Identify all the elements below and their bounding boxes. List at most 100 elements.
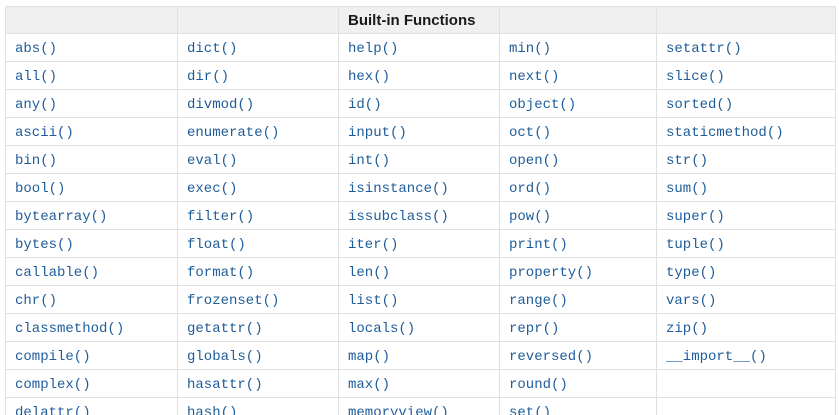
function-link[interactable]: range() — [509, 293, 568, 309]
table-row: ascii() enumerate() input() oct() staticmeth… — [5, 117, 836, 146]
table-row: callable() format() len() property() type() — [5, 257, 836, 286]
function-cell: frozenset() — [177, 285, 339, 314]
function-link[interactable]: globals() — [187, 349, 263, 365]
function-link[interactable]: complex() — [15, 377, 91, 393]
function-link[interactable]: help() — [348, 41, 399, 57]
function-link[interactable]: __import__() — [666, 349, 767, 365]
function-link[interactable]: issubclass() — [348, 209, 449, 225]
function-link[interactable]: bytes() — [15, 237, 74, 253]
function-cell: hasattr() — [177, 369, 339, 398]
function-link[interactable]: input() — [348, 125, 407, 141]
function-link[interactable]: property() — [509, 265, 594, 281]
function-cell: hex() — [338, 61, 500, 90]
function-cell: zip() — [656, 313, 836, 342]
function-link[interactable]: open() — [509, 153, 560, 169]
function-link[interactable]: min() — [509, 41, 552, 57]
function-cell: iter() — [338, 229, 500, 258]
function-link[interactable]: str() — [666, 153, 709, 169]
function-cell: locals() — [338, 313, 500, 342]
function-cell: help() — [338, 33, 500, 62]
function-cell: memoryview() — [338, 397, 500, 415]
function-link[interactable]: frozenset() — [187, 293, 280, 309]
function-cell: issubclass() — [338, 201, 500, 230]
function-link[interactable]: callable() — [15, 265, 100, 281]
function-link[interactable]: hash() — [187, 405, 238, 415]
function-cell: open() — [499, 145, 657, 174]
function-link[interactable]: print() — [509, 237, 568, 253]
function-cell: pow() — [499, 201, 657, 230]
function-cell: set() — [499, 397, 657, 415]
function-link[interactable]: hasattr() — [187, 377, 263, 393]
function-link[interactable]: bin() — [15, 153, 58, 169]
function-link[interactable]: ascii() — [15, 125, 74, 141]
function-link[interactable]: type() — [666, 265, 717, 281]
function-link[interactable]: zip() — [666, 321, 709, 337]
function-link[interactable]: tuple() — [666, 237, 725, 253]
function-link[interactable]: float() — [187, 237, 246, 253]
function-cell: complex() — [5, 369, 178, 398]
function-link[interactable]: oct() — [509, 125, 552, 141]
function-link[interactable]: len() — [348, 265, 391, 281]
function-link[interactable]: classmethod() — [15, 321, 125, 337]
function-link[interactable]: super() — [666, 209, 725, 225]
function-link[interactable]: memoryview() — [348, 405, 449, 415]
function-link[interactable]: pow() — [509, 209, 552, 225]
table-caption: Built-in Functions — [338, 6, 500, 34]
function-link[interactable]: any() — [15, 97, 58, 113]
function-link[interactable]: hex() — [348, 69, 391, 85]
function-link[interactable]: reversed() — [509, 349, 594, 365]
function-link[interactable]: vars() — [666, 293, 717, 309]
function-cell: bytes() — [5, 229, 178, 258]
function-link[interactable]: bytearray() — [15, 209, 108, 225]
function-link[interactable]: id() — [348, 97, 382, 113]
table-header-cell — [656, 6, 836, 34]
table-row: chr() frozenset() list() range() vars() — [5, 285, 836, 314]
function-link[interactable]: staticmethod() — [666, 125, 784, 141]
function-link[interactable]: all() — [15, 69, 58, 85]
function-cell: list() — [338, 285, 500, 314]
function-link[interactable]: sum() — [666, 181, 709, 197]
function-cell: isinstance() — [338, 173, 500, 202]
function-link[interactable]: next() — [509, 69, 560, 85]
function-link[interactable]: dict() — [187, 41, 238, 57]
function-cell: repr() — [499, 313, 657, 342]
function-link[interactable]: filter() — [187, 209, 255, 225]
function-link[interactable]: iter() — [348, 237, 399, 253]
function-link[interactable]: delattr() — [15, 405, 91, 415]
function-link[interactable]: locals() — [348, 321, 416, 337]
table-row: bin() eval() int() open() str() — [5, 145, 836, 174]
function-link[interactable]: int() — [348, 153, 391, 169]
function-link[interactable]: set() — [509, 405, 552, 415]
function-link[interactable]: dir() — [187, 69, 230, 85]
function-link[interactable]: round() — [509, 377, 568, 393]
function-link[interactable]: exec() — [187, 181, 238, 197]
function-link[interactable]: object() — [509, 97, 577, 113]
table-header-cell — [5, 6, 178, 34]
function-cell: reversed() — [499, 341, 657, 370]
function-link[interactable]: enumerate() — [187, 125, 280, 141]
function-cell: __import__() — [656, 341, 836, 370]
function-link[interactable]: map() — [348, 349, 391, 365]
function-link[interactable]: bool() — [15, 181, 66, 197]
function-link[interactable]: eval() — [187, 153, 238, 169]
function-link[interactable]: repr() — [509, 321, 560, 337]
function-link[interactable]: format() — [187, 265, 255, 281]
function-cell: float() — [177, 229, 339, 258]
function-cell: getattr() — [177, 313, 339, 342]
function-link[interactable]: sorted() — [666, 97, 734, 113]
function-link[interactable]: max() — [348, 377, 391, 393]
function-link[interactable]: getattr() — [187, 321, 263, 337]
function-link[interactable]: slice() — [666, 69, 725, 85]
function-cell: ascii() — [5, 117, 178, 146]
function-cell: min() — [499, 33, 657, 62]
function-link[interactable]: list() — [348, 293, 399, 309]
function-link[interactable]: isinstance() — [348, 181, 449, 197]
function-link[interactable]: setattr() — [666, 41, 742, 57]
function-link[interactable]: abs() — [15, 41, 58, 57]
function-link[interactable]: ord() — [509, 181, 552, 197]
function-link[interactable]: chr() — [15, 293, 58, 309]
function-cell: input() — [338, 117, 500, 146]
function-cell: enumerate() — [177, 117, 339, 146]
function-link[interactable]: divmod() — [187, 97, 255, 113]
function-link[interactable]: compile() — [15, 349, 91, 365]
